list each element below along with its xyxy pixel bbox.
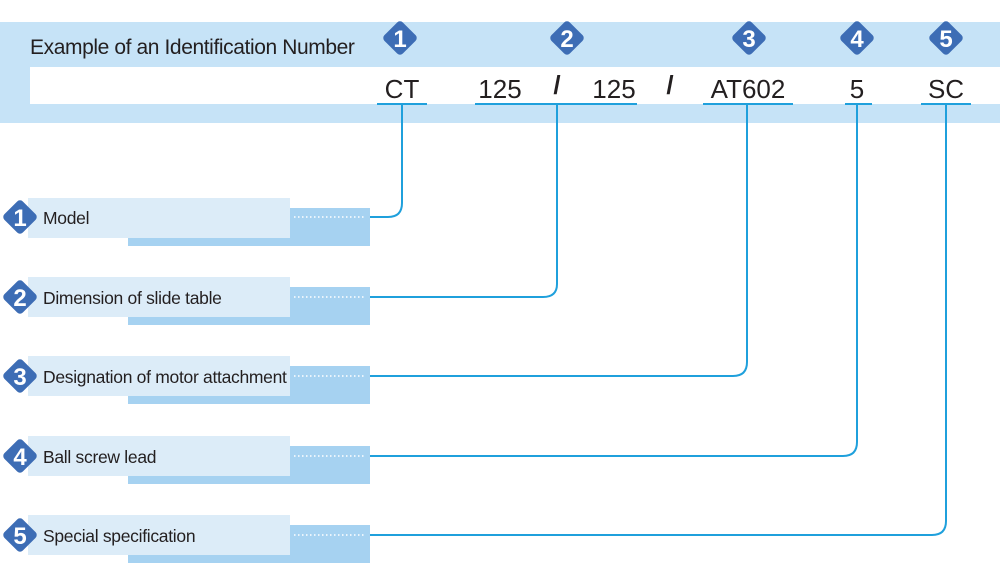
id-part-motor-attachment: AT602 (710, 74, 786, 104)
item-box-1 (28, 198, 370, 246)
badge-number: 2 (13, 285, 26, 312)
badge-number: 2 (560, 26, 573, 53)
badge-number: 3 (13, 364, 26, 391)
connector-lines (370, 104, 947, 536)
badge-top-3: 3 (732, 21, 766, 55)
id-part-special-spec: SC (927, 74, 965, 104)
connector-motor-attachment (370, 104, 748, 377)
item-label-motor-attachment: Designation of motor attachment (43, 367, 287, 387)
id-part-ball-screw-lead: 5 (849, 74, 865, 104)
id-part-table-width: 125 (478, 74, 522, 104)
badge-number: 1 (13, 205, 26, 232)
item-label-special-spec: Special specification (43, 526, 196, 546)
id-separator: / (666, 70, 674, 100)
badge-top-2: 2 (550, 21, 584, 55)
item-label-model: Model (43, 208, 90, 228)
badge-item-4: 4 (3, 439, 37, 473)
connector-special-spec (370, 104, 947, 536)
item-box-3 (28, 356, 370, 404)
item-label-slide-table: Dimension of slide table (43, 288, 222, 308)
item-box-4 (28, 436, 370, 484)
badge-top-1: 1 (383, 21, 417, 55)
badge-top-4: 4 (840, 21, 874, 55)
badge-number: 3 (742, 26, 755, 53)
item-box-5 (28, 515, 370, 563)
header-title: Example of an Identification Number (30, 36, 355, 59)
badge-number: 1 (393, 26, 406, 53)
id-part-model: CT (384, 74, 420, 104)
id-separator: / (553, 70, 561, 100)
id-part-table-length: 125 (592, 74, 636, 104)
item-label-ball-screw-lead: Ball screw lead (43, 447, 157, 467)
badge-item-1: 1 (3, 200, 37, 234)
badge-item-2: 2 (3, 280, 37, 314)
item-box-2 (28, 277, 370, 325)
connector-slide-table (370, 104, 558, 298)
identification-number-box (30, 67, 1000, 104)
connector-ball-screw-lead (370, 104, 858, 457)
badge-number: 5 (939, 26, 952, 53)
badge-top-5: 5 (929, 21, 963, 55)
connector-model (370, 104, 403, 218)
badge-item-5: 5 (3, 518, 37, 552)
badge-number: 5 (13, 523, 26, 550)
badge-item-3: 3 (3, 359, 37, 393)
badge-number: 4 (850, 26, 864, 53)
badge-number: 4 (13, 444, 27, 471)
